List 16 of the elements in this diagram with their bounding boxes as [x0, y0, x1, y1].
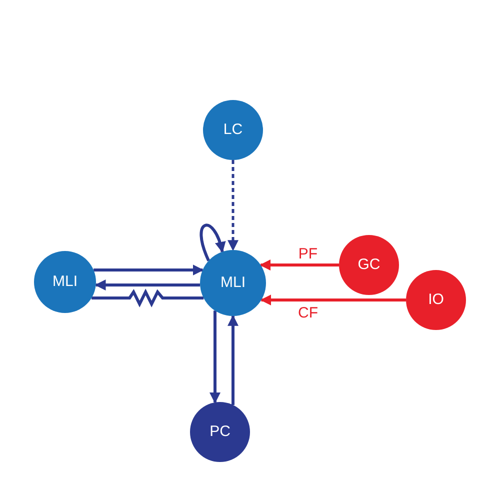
cell-label: PC — [210, 422, 230, 442]
cell-label: GC — [358, 254, 380, 275]
synapse-arrow — [228, 160, 238, 252]
synapse-arrow — [210, 310, 220, 404]
synapse-arrow — [200, 224, 226, 262]
cell-label: IO — [428, 290, 444, 310]
gap-junction-line — [92, 288, 204, 308]
synapse-arrow — [94, 280, 200, 290]
synapse-arrow — [228, 314, 238, 405]
cell-label: MLI — [52, 272, 78, 292]
cell-label: LC — [223, 120, 243, 140]
synapse-arrow — [94, 264, 204, 276]
synapse-arrow — [260, 294, 406, 306]
synapse-arrow — [260, 260, 339, 270]
cell-label: MLI — [220, 272, 246, 293]
edge-label: CF — [296, 306, 320, 320]
